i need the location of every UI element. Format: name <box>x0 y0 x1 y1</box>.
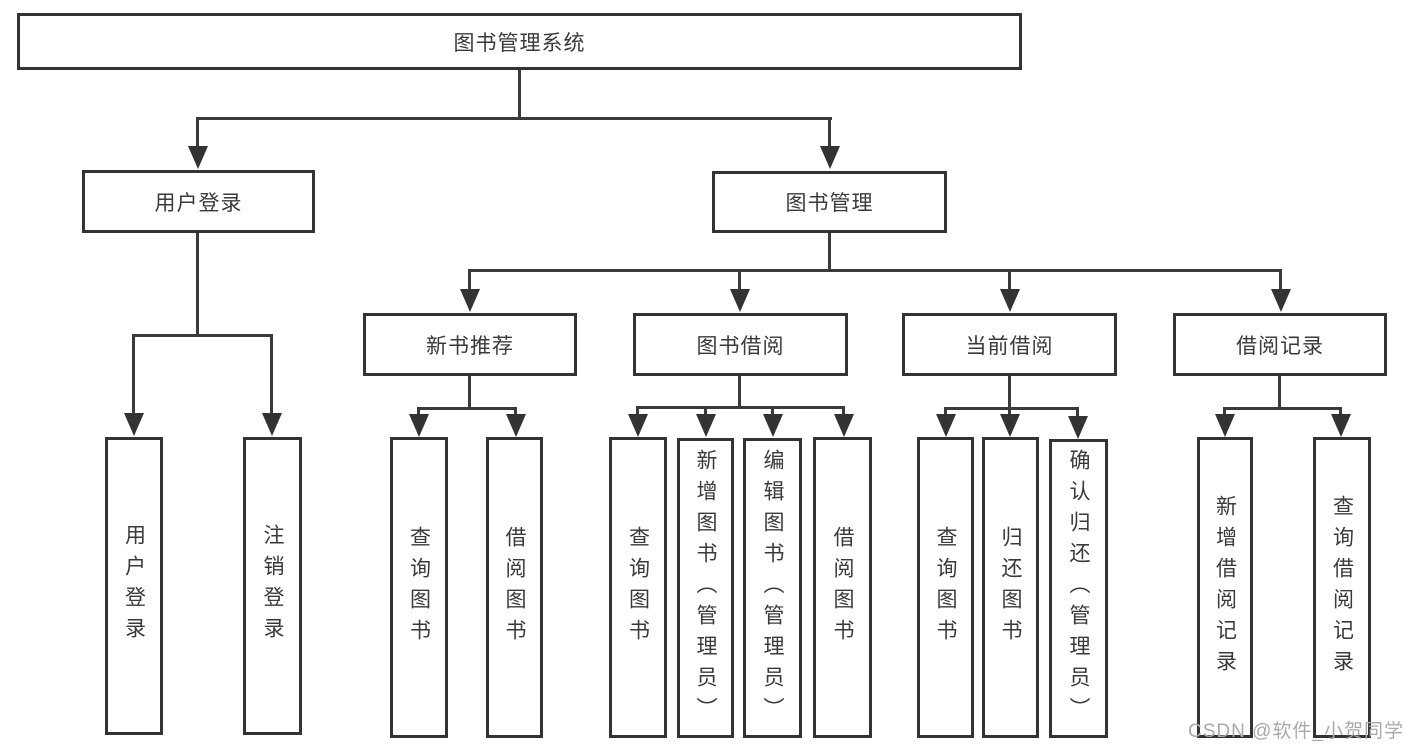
node-label: 新增图书（管理员） <box>694 448 717 728</box>
node-label: 图书借阅 <box>696 334 785 358</box>
connector-line <box>196 117 199 147</box>
connector-line <box>468 269 1282 272</box>
leaf-user-login: 用户登录 <box>105 437 163 735</box>
arrowhead-icon <box>1215 414 1235 437</box>
arrowhead-icon <box>763 414 783 437</box>
connector-line <box>1223 407 1226 416</box>
leaf-borrow-books-borrowing: 借阅图书 <box>813 437 872 738</box>
connector-line <box>738 269 741 291</box>
leaf-query-books-current: 查询图书 <box>917 437 974 738</box>
node-borrowing-records: 借阅记录 <box>1173 313 1387 376</box>
arrowhead-icon <box>124 413 144 436</box>
leaf-add-book-admin: 新增图书（管理员） <box>677 438 734 738</box>
leaf-edit-book-admin: 编辑图书（管理员） <box>743 438 802 738</box>
arrowhead-icon <box>696 414 716 437</box>
leaf-query-borrow-record: 查询借阅记录 <box>1313 437 1371 738</box>
node-label: 当前借阅 <box>965 334 1054 358</box>
connector-line <box>1339 407 1342 416</box>
node-user-login: 用户登录 <box>82 170 315 233</box>
node-new-book-recommend: 新书推荐 <box>363 313 577 376</box>
node-label: 用户登录 <box>154 191 243 215</box>
connector-line <box>636 406 639 416</box>
node-label: 图书管理系统 <box>453 31 586 55</box>
leaf-add-borrow-record: 新增借阅记录 <box>1197 437 1253 738</box>
leaf-query-books-recommend: 查询图书 <box>390 437 448 738</box>
connector-line <box>196 117 832 120</box>
connector-line <box>944 407 1079 410</box>
arrowhead-icon <box>1271 289 1291 312</box>
connector-line <box>270 334 273 415</box>
connector-line <box>1008 376 1011 409</box>
csdn-watermark: CSDN @软件_小贺同学 <box>1188 721 1404 742</box>
connector-line <box>944 407 947 416</box>
arrowhead-icon <box>506 414 526 437</box>
leaf-confirm-return-admin: 确认归还（管理员） <box>1049 439 1108 738</box>
arrowhead-icon <box>409 414 429 437</box>
arrowhead-icon <box>936 414 956 437</box>
node-label: 编辑图书（管理员） <box>761 448 784 728</box>
leaf-logout: 注销登录 <box>243 437 302 735</box>
node-label: 查询图书 <box>407 525 431 650</box>
connector-line <box>514 407 517 416</box>
connector-line <box>518 70 521 119</box>
node-label: 借阅记录 <box>1236 334 1324 358</box>
connector-line <box>738 376 741 409</box>
connector-line <box>1279 269 1282 291</box>
connector-line <box>828 117 831 147</box>
connector-line <box>132 334 273 337</box>
connector-line <box>132 334 135 415</box>
connector-line <box>842 406 845 416</box>
arrowhead-icon <box>820 146 840 169</box>
node-label: 新增借阅记录 <box>1213 494 1237 681</box>
arrowhead-icon <box>834 414 854 437</box>
arrowhead-icon <box>262 413 282 436</box>
arrowhead-icon <box>188 146 208 169</box>
node-label: 归还图书 <box>999 525 1022 650</box>
arrowhead-icon <box>730 289 750 312</box>
arrowhead-icon <box>1068 416 1088 439</box>
node-book-borrowing: 图书借阅 <box>633 313 848 376</box>
connector-line <box>196 233 199 336</box>
connector-line <box>828 233 831 272</box>
node-label: 查询图书 <box>934 525 957 650</box>
arrowhead-icon <box>1331 414 1351 437</box>
connector-line <box>1076 407 1079 416</box>
connector-line <box>704 406 707 416</box>
node-label: 借阅图书 <box>831 525 854 650</box>
node-label: 查询图书 <box>626 525 650 650</box>
leaf-return-books: 归还图书 <box>982 437 1039 738</box>
leaf-query-books-borrowing: 查询图书 <box>609 437 667 738</box>
arrowhead-icon <box>1000 414 1020 437</box>
node-label: 新书推荐 <box>426 334 514 358</box>
arrowhead-icon <box>628 414 648 437</box>
node-label: 查询借阅记录 <box>1330 494 1354 681</box>
connector-line <box>417 407 420 416</box>
node-book-management: 图书管理 <box>712 171 947 233</box>
connector-line <box>468 269 471 291</box>
connector-line <box>417 407 517 410</box>
node-current-borrowing: 当前借阅 <box>902 313 1117 376</box>
connector-line <box>1278 376 1281 409</box>
node-label: 用户登录 <box>122 524 146 648</box>
node-label: 确认归还（管理员） <box>1067 449 1090 728</box>
connector-line <box>1008 407 1011 416</box>
node-label: 图书管理 <box>785 192 874 215</box>
connector-line <box>1008 269 1011 291</box>
connector-line <box>771 406 774 416</box>
node-label: 借阅图书 <box>503 525 526 650</box>
arrowhead-icon <box>1000 289 1020 312</box>
arrowhead-icon <box>460 289 480 312</box>
node-label: 注销登录 <box>261 524 284 648</box>
leaf-borrow-books-recommend: 借阅图书 <box>486 437 543 738</box>
node-library-system-root: 图书管理系统 <box>17 13 1022 70</box>
connector-line <box>468 376 471 409</box>
connector-line <box>1223 407 1342 410</box>
connector-line <box>636 406 845 409</box>
